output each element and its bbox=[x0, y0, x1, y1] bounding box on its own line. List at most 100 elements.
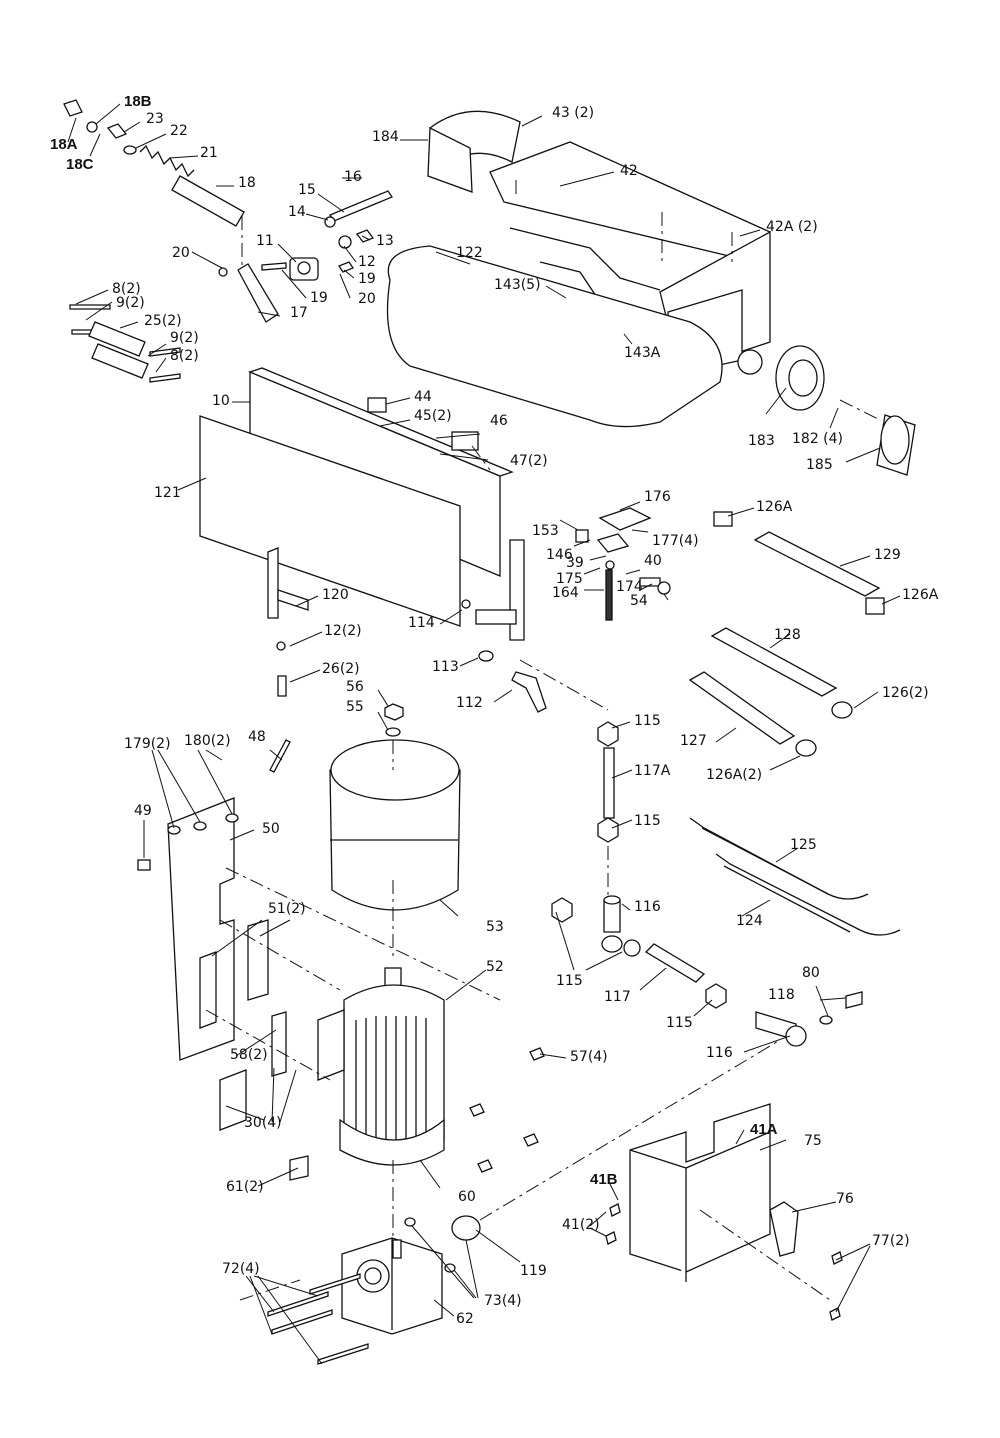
callout-177: 177(4) bbox=[652, 533, 699, 549]
callout-12-bracket: 12(2) bbox=[324, 623, 362, 639]
callout-118: 118 bbox=[768, 987, 795, 1003]
callout-76: 76 bbox=[836, 1191, 854, 1207]
callout-8-bottom: 8(2) bbox=[170, 348, 199, 364]
callout-125: 125 bbox=[790, 837, 817, 853]
callout-39: 39 bbox=[566, 555, 584, 571]
callout-10: 10 bbox=[212, 393, 230, 409]
callout-174: 174 bbox=[616, 579, 643, 595]
dust-port bbox=[775, 345, 916, 476]
drive-belt bbox=[386, 245, 723, 428]
callout-117a: 117A bbox=[634, 763, 671, 779]
callout-23: 23 bbox=[146, 111, 164, 127]
callout-116-top: 116 bbox=[634, 899, 661, 915]
callout-41a: 41A bbox=[750, 1121, 778, 1138]
callout-9-bottom: 9(2) bbox=[170, 330, 199, 346]
callout-121: 121 bbox=[154, 485, 181, 501]
callout-115-a: 115 bbox=[634, 713, 661, 729]
fence-bracket bbox=[267, 547, 309, 697]
callout-52: 52 bbox=[486, 959, 504, 975]
callout-51: 51(2) bbox=[268, 901, 306, 917]
callout-49: 49 bbox=[134, 803, 152, 819]
callout-182: 182 (4) bbox=[792, 431, 844, 447]
callout-120: 120 bbox=[322, 587, 349, 603]
callout-14: 14 bbox=[288, 204, 306, 220]
callout-143: 143(5) bbox=[494, 277, 541, 293]
callout-126: 126(2) bbox=[882, 685, 929, 701]
callout-56: 56 bbox=[346, 679, 364, 695]
callout-19-left: 19 bbox=[310, 290, 328, 306]
callout-17: 17 bbox=[290, 305, 308, 321]
callout-21: 21 bbox=[200, 145, 218, 161]
callout-60: 60 bbox=[458, 1189, 476, 1205]
fence-lock-assembly bbox=[63, 99, 393, 383]
callout-127: 127 bbox=[680, 733, 707, 749]
callout-175: 175 bbox=[556, 571, 583, 587]
callout-146: 146 bbox=[546, 547, 573, 563]
leader-lines bbox=[67, 103, 901, 1365]
callout-180: 180(2) bbox=[184, 733, 231, 749]
sanding-sleeves bbox=[688, 511, 885, 757]
linkage bbox=[551, 721, 863, 1047]
callout-41b: 41B bbox=[590, 1171, 618, 1188]
callout-115-c: 115 bbox=[556, 973, 583, 989]
callout-126a-right: 126A bbox=[902, 587, 939, 603]
callout-116-bottom: 116 bbox=[706, 1045, 733, 1061]
callout-12: 12 bbox=[358, 254, 376, 270]
callout-45: 45(2) bbox=[414, 408, 452, 424]
callout-8-top: 8(2) bbox=[112, 281, 141, 297]
callout-43: 43 (2) bbox=[552, 105, 595, 121]
callout-15: 15 bbox=[298, 182, 316, 198]
callout-126a-top: 126A bbox=[756, 499, 793, 515]
callout-18b: 18B bbox=[124, 93, 152, 110]
callout-72: 72(4) bbox=[222, 1261, 260, 1277]
callout-115-b: 115 bbox=[634, 813, 661, 829]
callout-73: 73(4) bbox=[484, 1293, 522, 1309]
callout-26: 26(2) bbox=[322, 661, 360, 677]
callout-62: 62 bbox=[456, 1311, 474, 1327]
assembly-lines bbox=[205, 180, 881, 1301]
callout-122: 122 bbox=[456, 245, 483, 261]
callout-18a: 18A bbox=[50, 136, 78, 153]
callout-13: 13 bbox=[376, 233, 394, 249]
callout-20-right: 20 bbox=[358, 291, 376, 307]
callout-143a: 143A bbox=[624, 345, 661, 361]
callout-11: 11 bbox=[256, 233, 274, 249]
callout-9-top: 9(2) bbox=[116, 295, 145, 311]
callout-179: 179(2) bbox=[124, 736, 171, 752]
motor-assembly bbox=[329, 703, 461, 1166]
callout-153: 153 bbox=[532, 523, 559, 539]
callout-53: 53 bbox=[486, 919, 504, 935]
callout-128: 128 bbox=[774, 627, 801, 643]
compression-spring bbox=[139, 144, 195, 178]
callout-44: 44 bbox=[414, 389, 432, 405]
callout-22: 22 bbox=[170, 123, 188, 139]
mount-plate bbox=[137, 739, 291, 1131]
callout-40: 40 bbox=[644, 553, 662, 569]
callout-183: 183 bbox=[748, 433, 775, 449]
callout-113: 113 bbox=[432, 659, 459, 675]
small-bracket bbox=[575, 507, 671, 621]
callout-16: 16 bbox=[344, 169, 362, 185]
callout-119: 119 bbox=[520, 1263, 547, 1279]
callout-55: 55 bbox=[346, 699, 364, 715]
callout-58: 58(2) bbox=[230, 1047, 268, 1063]
callout-129: 129 bbox=[874, 547, 901, 563]
callout-176: 176 bbox=[644, 489, 671, 505]
callout-47: 47(2) bbox=[510, 453, 548, 469]
callout-77: 77(2) bbox=[872, 1233, 910, 1249]
misc-hardware bbox=[289, 1009, 345, 1181]
callout-48: 48 bbox=[248, 729, 266, 745]
switch-box bbox=[605, 1103, 843, 1321]
callout-115-d: 115 bbox=[666, 1015, 693, 1031]
wires bbox=[689, 817, 901, 936]
callout-42: 42 bbox=[620, 163, 638, 179]
callout-75: 75 bbox=[804, 1133, 822, 1149]
callout-42a: 42A (2) bbox=[766, 219, 818, 235]
callout-124: 124 bbox=[736, 913, 763, 929]
callout-80: 80 bbox=[802, 965, 820, 981]
callout-19-right: 19 bbox=[358, 271, 376, 287]
callout-20-left: 20 bbox=[172, 245, 190, 261]
gearbox bbox=[341, 1215, 481, 1335]
callout-117: 117 bbox=[604, 989, 631, 1005]
